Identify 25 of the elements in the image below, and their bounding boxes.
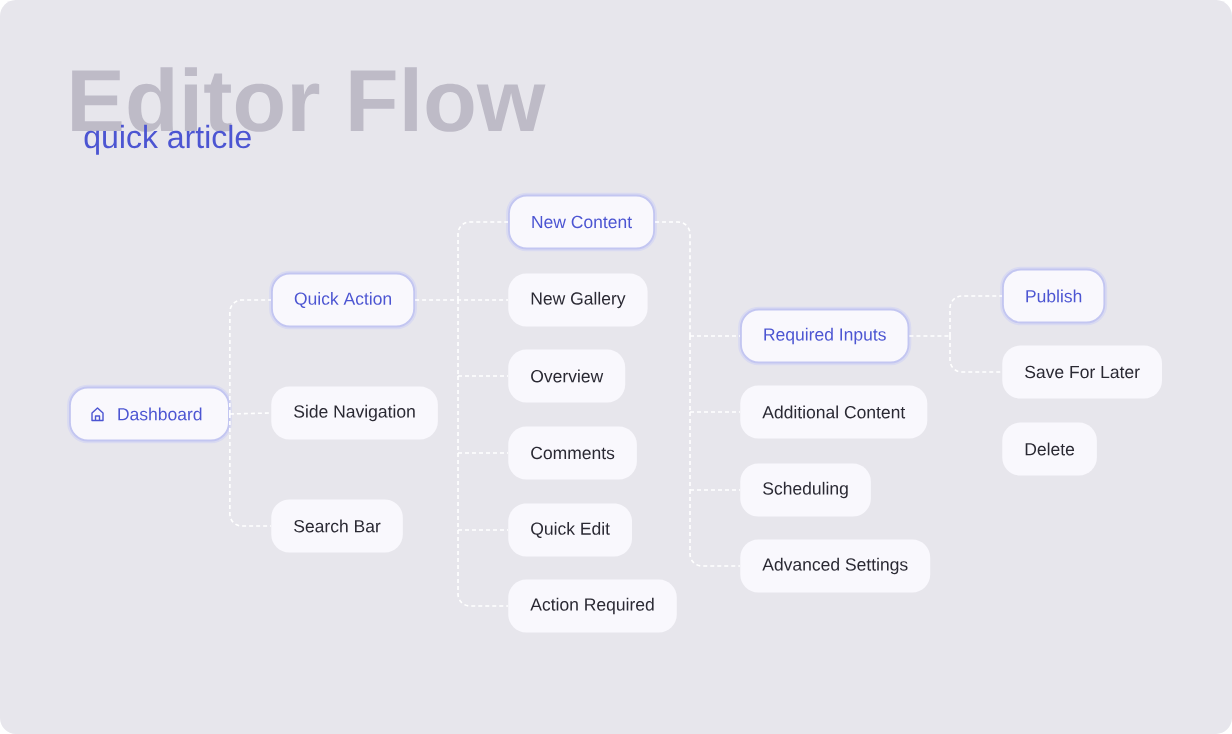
connector-line: [949, 335, 1003, 373]
connector-line: [689, 489, 741, 567]
connector-line: [457, 529, 509, 607]
node-box: Advanced Settings: [740, 539, 931, 593]
node-box: Search Bar: [271, 499, 403, 553]
node-box: Comments: [508, 426, 637, 480]
node-box: Quick Edit: [508, 503, 632, 557]
highlighted-box: Dashboard: [67, 384, 232, 444]
connector-line: [229, 299, 272, 415]
highlighted-box: Publish: [1000, 266, 1108, 326]
connector-line: [457, 221, 509, 301]
connector-line: [654, 221, 691, 337]
node-box: Side Navigation: [271, 386, 438, 440]
highlighted-box: Quick Action: [269, 270, 417, 330]
node-box: Overview: [508, 349, 626, 403]
node-box: Additional Content: [740, 385, 928, 439]
node-box: Delete: [1002, 422, 1097, 476]
connector-line: [229, 413, 272, 527]
highlighted-box: Required Inputs: [738, 306, 912, 366]
node-box: Scheduling: [740, 463, 871, 517]
connector-line: [949, 295, 1003, 337]
node-box: New Gallery: [508, 273, 648, 327]
highlighted-box: New Content: [506, 192, 657, 252]
node-box: Action Required: [508, 579, 677, 633]
node-box: Save For Later: [1002, 345, 1162, 399]
